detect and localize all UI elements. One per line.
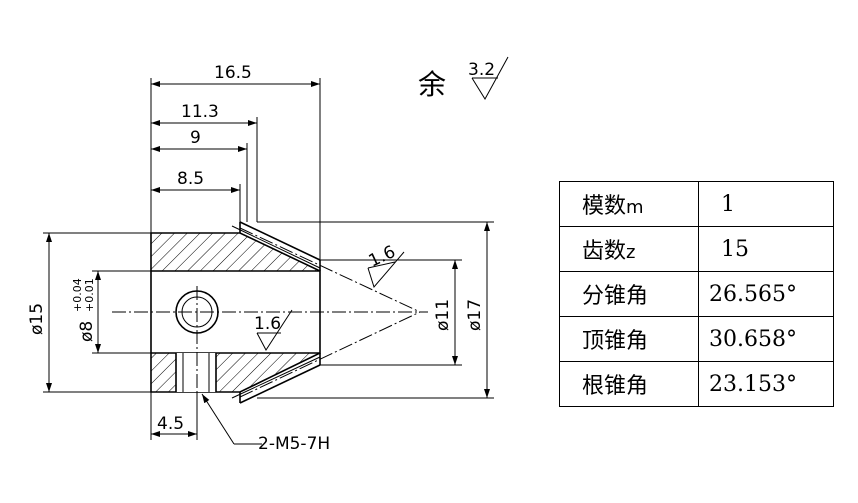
dim-phi15: ø15	[27, 303, 47, 335]
dim-phi8-tol-lower: +0.01	[83, 278, 96, 312]
rest-label: 余	[418, 68, 446, 101]
table-row: 顶锥角 30.658°	[559, 316, 834, 362]
rest-roughness-value: 3.2	[468, 60, 495, 80]
part-section	[112, 221, 428, 412]
table-row: 齿数z 15	[559, 226, 834, 272]
dim-4-5: 4.5	[157, 414, 184, 434]
bore-roughness-value: 1.6	[254, 314, 281, 334]
dim-8-5: 8.5	[177, 169, 204, 189]
param-value: 30.658°	[698, 316, 834, 362]
dim-phi8: ø8	[77, 321, 97, 342]
param-key: 根锥角	[559, 361, 699, 407]
param-key: 模数m	[559, 181, 699, 227]
thread-note: 2-M5-7H	[258, 434, 330, 454]
dim-phi17: ø17	[465, 299, 485, 331]
table-row: 分锥角 26.565°	[559, 271, 834, 317]
param-key: 齿数z	[559, 226, 699, 272]
vertical-dimensions: ø15 ø8 +0.04 +0.01 ø11 ø17	[27, 221, 494, 399]
param-value: 15	[698, 226, 834, 272]
param-value: 1	[698, 181, 834, 227]
param-value: 23.153°	[698, 361, 834, 407]
thread-callout: 2-M5-7H	[201, 393, 330, 454]
tip-cone-top	[239, 221, 321, 261]
dim-phi11: ø11	[433, 299, 453, 331]
dim-11-3: 11.3	[181, 102, 219, 122]
dim-16-5: 16.5	[214, 63, 252, 83]
param-key: 分锥角	[559, 271, 699, 317]
param-key: 顶锥角	[559, 316, 699, 362]
tip-cone-bottom	[239, 364, 321, 404]
horizontal-dimensions: 16.5 11.3 9 8.5 4.5	[150, 63, 321, 440]
table-row: 模数m 1	[559, 181, 834, 227]
gear-parameter-table: 模数m 1 齿数z 15 分锥角 26.565° 顶锥角 30.658° 根锥角…	[559, 181, 834, 407]
hatch-top	[151, 233, 320, 271]
table-row: 根锥角 23.153°	[559, 361, 834, 407]
dim-9: 9	[190, 128, 201, 148]
param-value: 26.565°	[698, 271, 834, 317]
dim-phi8-tol-upper: +0.04	[71, 278, 84, 312]
